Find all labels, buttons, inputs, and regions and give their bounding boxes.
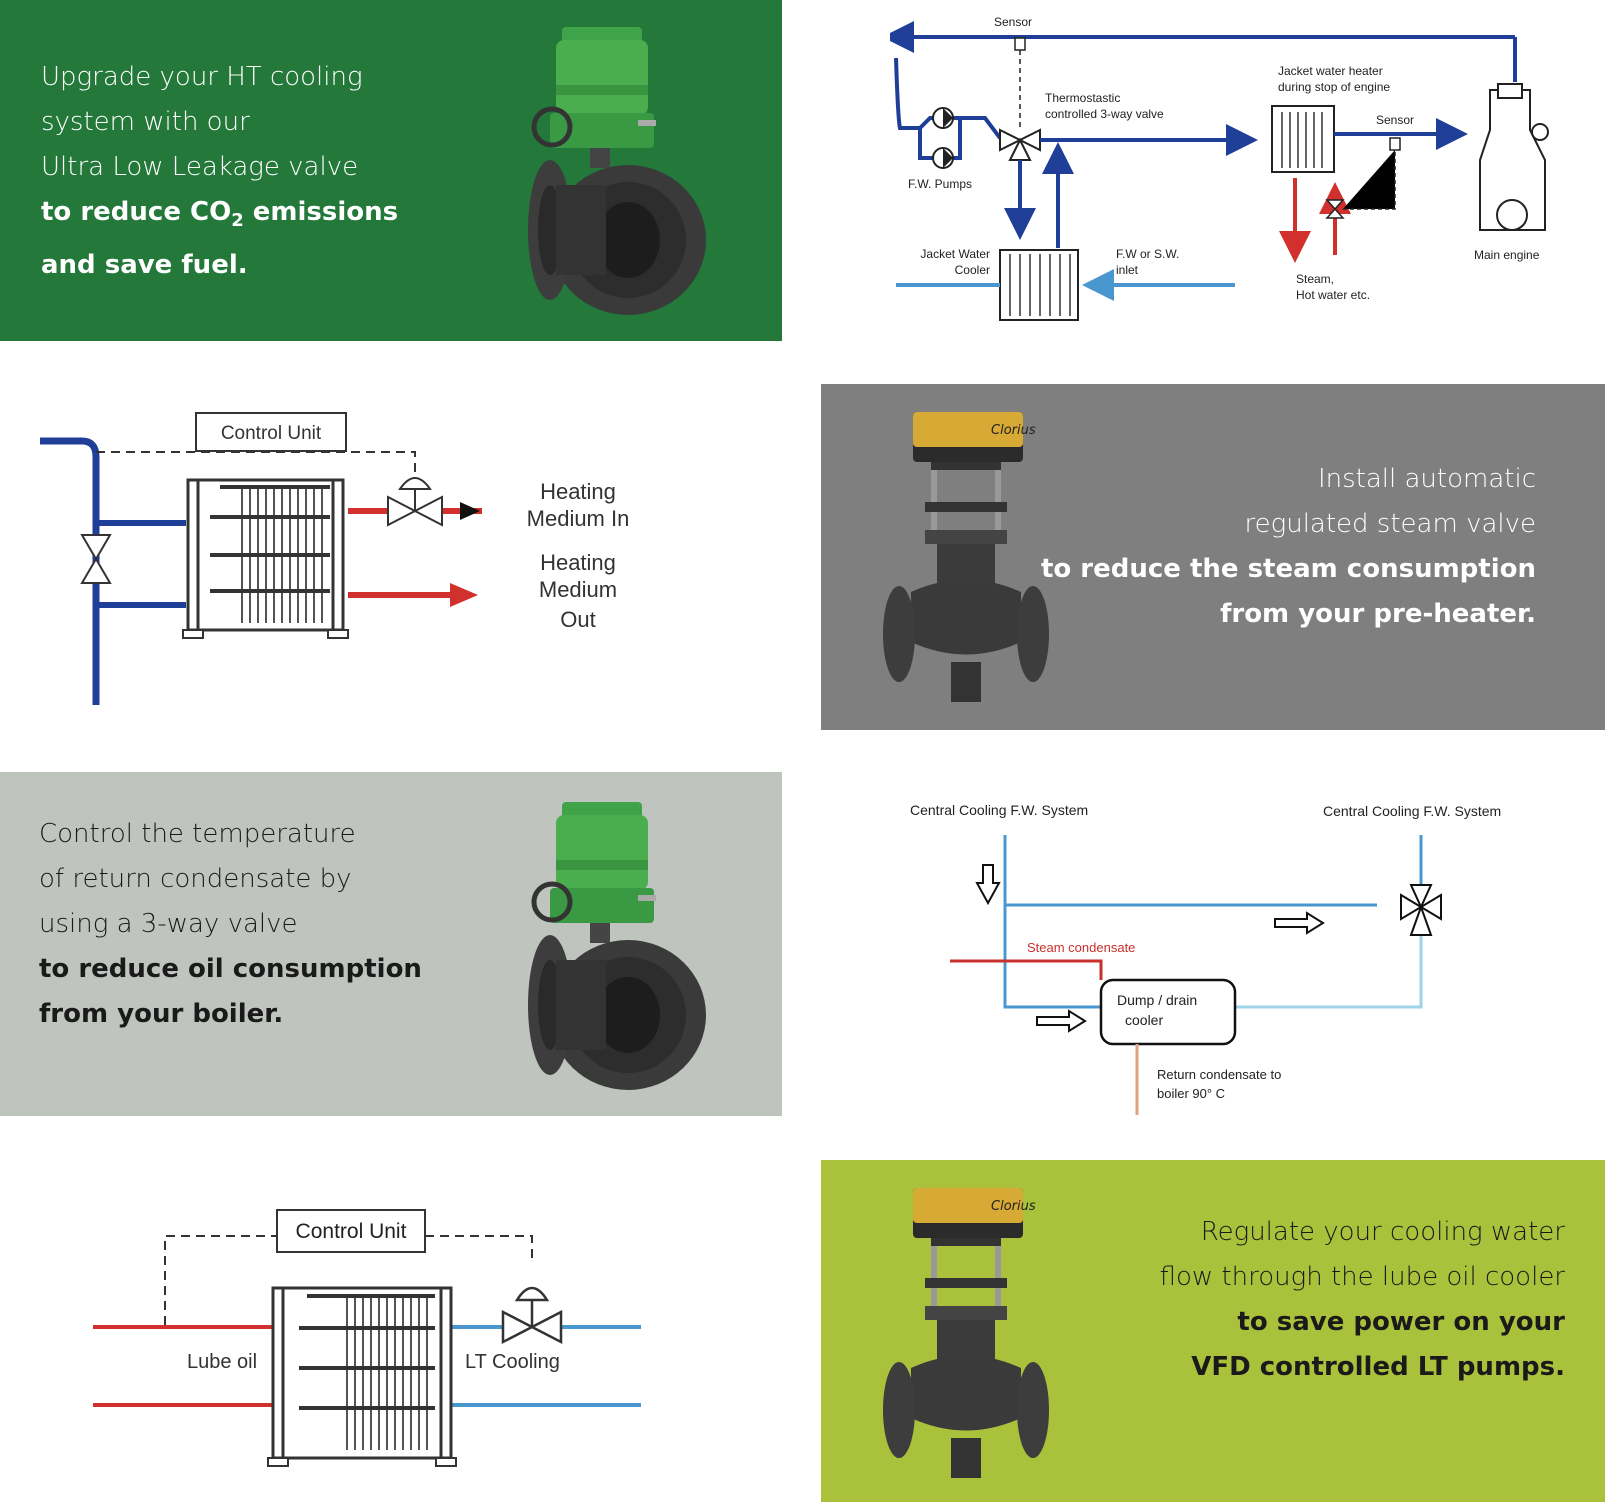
label-heating-out: Out <box>560 607 595 632</box>
label-control-unit: Control Unit <box>296 1220 407 1243</box>
promo-line-bold: to reduce the steam consumption <box>1040 554 1536 584</box>
promo-line-bold: from your boiler. <box>39 999 284 1029</box>
two-way-valve-image: Clorius <box>883 412 1049 702</box>
promo-line: Install automatic <box>1317 464 1536 494</box>
promo-text-steam: Install automatic regulated steam valve … <box>1041 457 1536 637</box>
promo-line: Upgrade your HT cooling <box>41 62 363 92</box>
label-control-unit: Control Unit <box>221 423 322 444</box>
promo-line-bold: from your pre-heater. <box>1220 599 1536 629</box>
promo-line: of return condensate by <box>39 864 352 894</box>
promo-text-ht-cooling: Upgrade your HT cooling system with our … <box>41 55 398 288</box>
label-steam-condensate: Steam condensate <box>1027 940 1135 955</box>
promo-line: regulated steam valve <box>1244 509 1537 539</box>
promo-line: Regulate your cooling water <box>1200 1217 1565 1247</box>
promo-text-condensate: Control the temperature of return conden… <box>39 812 422 1037</box>
label-heating-in: Medium In <box>527 506 630 531</box>
label-return: Return condensate to <box>1157 1067 1281 1082</box>
promo-panel-steam-valve: Clorius Install automatic regulated stea… <box>821 384 1605 730</box>
label-cooler: Cooler <box>955 263 990 277</box>
label-central-left: Central Cooling F.W. System <box>910 802 1088 818</box>
label-thermo: Thermostastic <box>1045 91 1120 105</box>
label-sensor-top: Sensor <box>994 15 1032 29</box>
label-sensor-right: Sensor <box>1376 113 1414 127</box>
promo-panel-lt-pumps: Clorius Regulate your cooling water flow… <box>821 1160 1605 1502</box>
promo-line-bold: to reduce oil consumption <box>39 954 422 984</box>
label-cooler: Jacket Water <box>920 247 990 261</box>
label-return: boiler 90° C <box>1157 1086 1225 1101</box>
jacket-water-diagram: Sensor Thermostastic controlled 3-way va… <box>890 15 1549 321</box>
promo-line: Ultra Low Leakage valve <box>41 152 359 182</box>
label-inlet: inlet <box>1116 263 1139 277</box>
label-lt-cooling: LT Cooling <box>465 1351 560 1373</box>
label-heater: during stop of engine <box>1278 80 1390 94</box>
brand-logo: Clorius <box>991 423 1036 438</box>
promo-text-lt-pumps: Regulate your cooling water flow through… <box>1160 1210 1565 1390</box>
label-lube-oil: Lube oil <box>187 1351 257 1373</box>
three-way-valve-image <box>528 802 706 1090</box>
label-pumps: F.W. Pumps <box>908 177 972 191</box>
promo-panel-ht-cooling: Upgrade your HT cooling system with our … <box>0 0 782 341</box>
label-steam: Steam, <box>1296 272 1334 286</box>
central-cooling-diagram: Central Cooling F.W. System Central Cool… <box>910 802 1501 1115</box>
label-engine: Main engine <box>1474 248 1540 262</box>
promo-panel-condensate: Control the temperature of return conden… <box>0 772 782 1116</box>
promo-line-bold: to save power on your <box>1237 1307 1565 1337</box>
label-dump-cooler: cooler <box>1125 1012 1163 1028</box>
promo-line-bold: and save fuel. <box>41 250 248 281</box>
label-heating-in: Heating <box>540 479 616 504</box>
label-dump-cooler: Dump / drain <box>1117 992 1197 1008</box>
promo-line-bold: VFD controlled LT pumps. <box>1191 1352 1565 1382</box>
two-way-valve-image: Clorius <box>883 1188 1049 1478</box>
brand-logo: Clorius <box>991 1199 1036 1214</box>
label-thermo: controlled 3-way valve <box>1045 107 1164 121</box>
promo-line-bold: to reduce CO2 emissions <box>41 197 399 232</box>
label-central-right: Central Cooling F.W. System <box>1323 803 1501 819</box>
label-steam: Hot water etc. <box>1296 288 1370 302</box>
promo-line: system with our <box>41 107 250 137</box>
label-heater: Jacket water heater <box>1278 64 1383 78</box>
pre-heater-diagram: Control Unit Heating Medium In Heating M… <box>40 412 630 705</box>
promo-line: flow through the lube oil cooler <box>1159 1262 1565 1292</box>
promo-line: Control the temperature <box>39 819 356 849</box>
lube-oil-diagram: Control Unit Lube oil LT Cooling <box>93 1209 641 1467</box>
label-heating-out: Medium <box>539 577 617 602</box>
promo-line: using a 3-way valve <box>39 909 298 939</box>
label-inlet: F.W or S.W. <box>1116 247 1179 261</box>
three-way-valve-image <box>528 27 706 315</box>
label-heating-out: Heating <box>540 550 616 575</box>
